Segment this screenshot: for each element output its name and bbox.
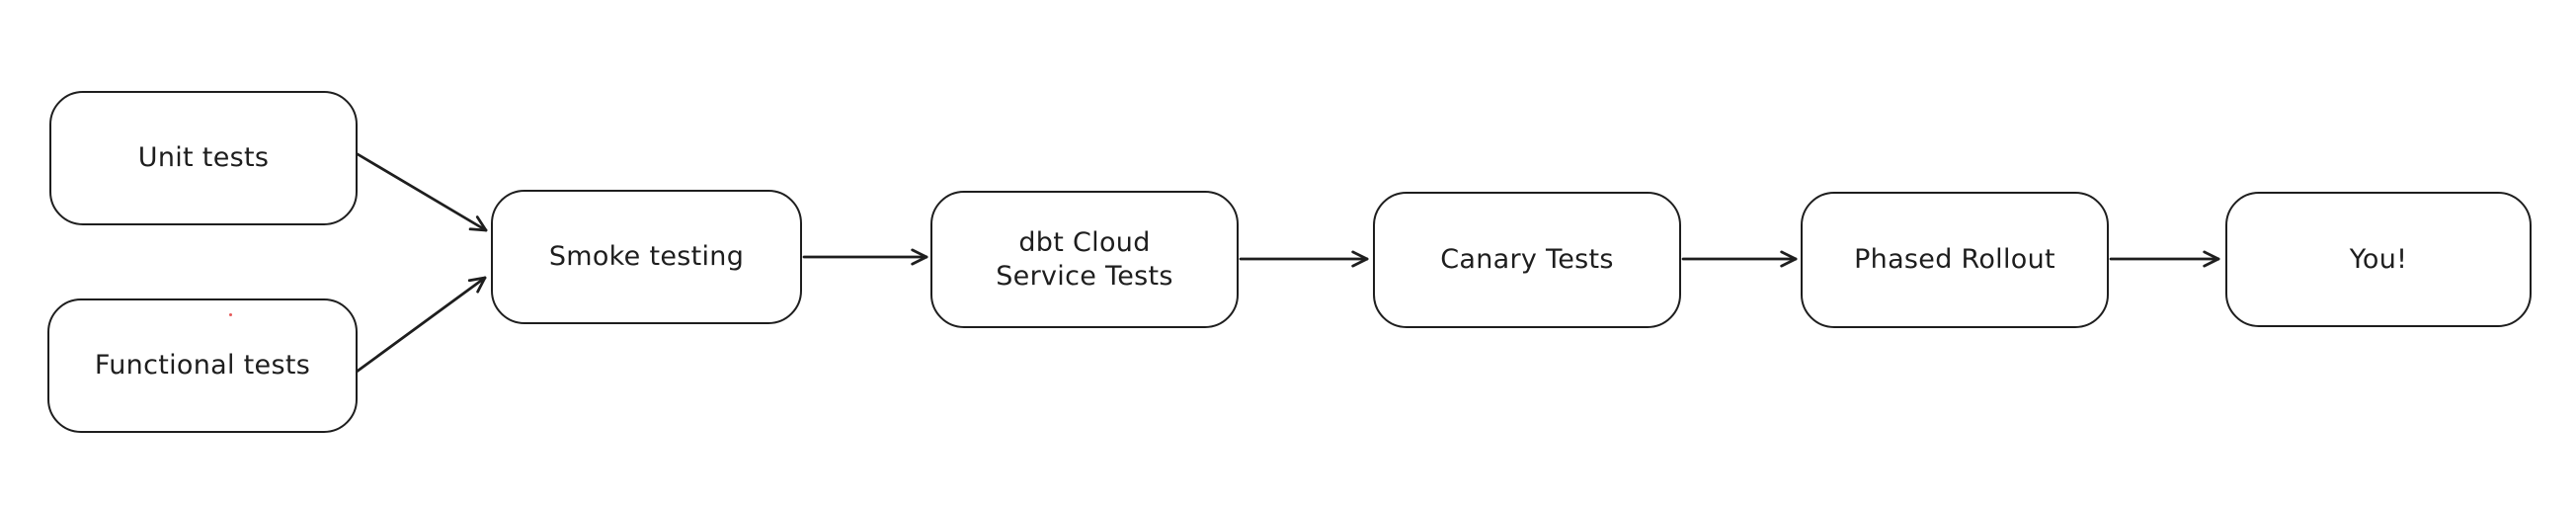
node-smoke-testing: Smoke testing [491, 190, 802, 324]
node-phased-rollout: Phased Rollout [1801, 192, 2109, 328]
node-label-smoke-testing: Smoke testing [548, 241, 745, 272]
node-label-functional-tests: Functional tests [94, 350, 311, 381]
node-unit-tests: Unit tests [49, 91, 358, 225]
arrow-functional-tests-to-smoke-testing [355, 276, 487, 374]
node-label-dbt-cloud-service-tests: Service Tests [996, 260, 1173, 292]
arrow-unit-tests-to-smoke-testing [356, 152, 488, 232]
node-canary-tests: Canary Tests [1373, 192, 1681, 328]
node-label-you: You! [2349, 243, 2408, 275]
node-functional-tests: Functional tests [47, 298, 358, 433]
arrow-phased-rollout-to-you [2109, 250, 2220, 268]
node-label-unit-tests: Unit tests [137, 142, 270, 173]
arrow-dbt-cloud-service-tests-to-canary-tests [1239, 250, 1369, 268]
red-dot-artifact [229, 313, 232, 316]
arrow-smoke-testing-to-dbt-cloud-service-tests [802, 248, 928, 266]
node-label-phased-rollout: Phased Rollout [1854, 244, 2055, 275]
arrow-canary-tests-to-phased-rollout [1681, 250, 1798, 268]
node-label-dbt-cloud-service-tests: dbt Cloud [1018, 226, 1151, 258]
node-label-canary-tests: Canary Tests [1440, 244, 1614, 275]
node-you: You! [2225, 192, 2532, 327]
